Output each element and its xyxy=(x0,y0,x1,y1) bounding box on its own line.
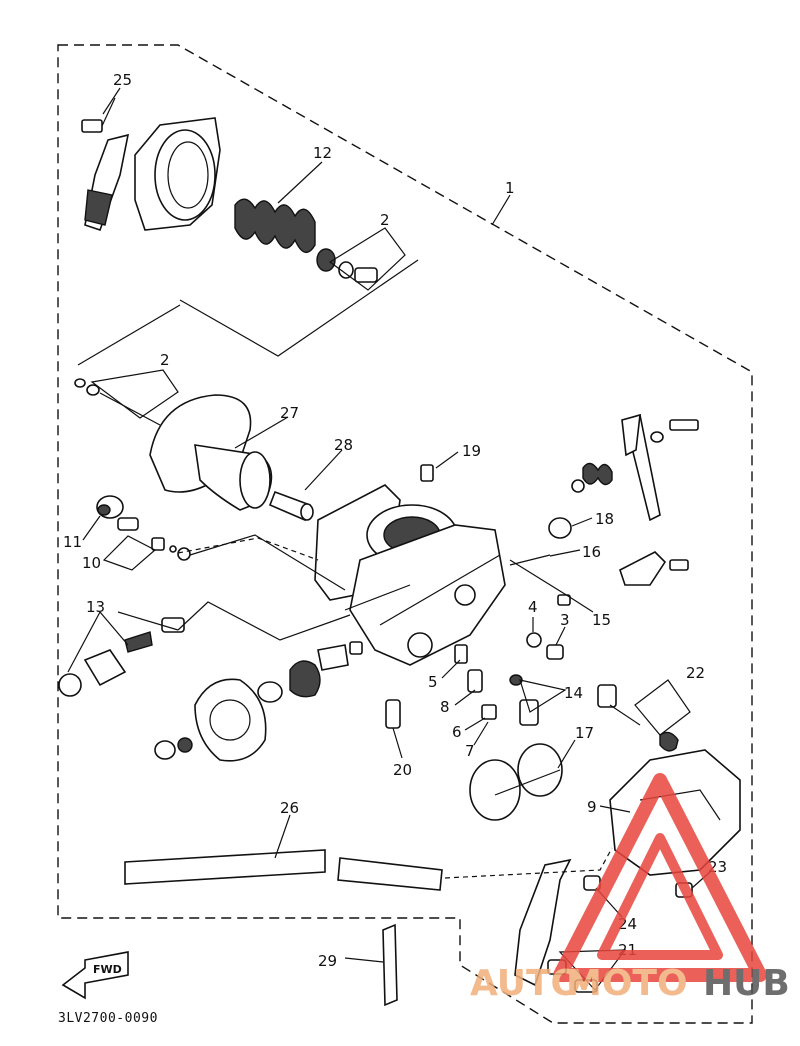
part-bowl-gaskets xyxy=(257,641,363,703)
callout-17: 17 xyxy=(575,724,594,742)
callout-18: 18 xyxy=(595,510,614,528)
part-3-screw xyxy=(546,644,564,660)
callout-3: 3 xyxy=(560,611,570,629)
part-2-needle xyxy=(74,378,161,426)
part-16-shaft xyxy=(509,554,551,566)
part-25-screw xyxy=(81,97,116,133)
part-26-hose xyxy=(124,849,443,891)
part-19-jet xyxy=(420,464,434,482)
callout-20: 20 xyxy=(393,761,412,779)
callout-10: 10 xyxy=(82,554,101,572)
part-13-plunger-set xyxy=(58,617,185,697)
part-2-top-set xyxy=(316,248,378,283)
callout-2-needle: 2 xyxy=(160,351,170,369)
part-21-bracket xyxy=(514,858,598,993)
callout-7: 7 xyxy=(465,742,475,760)
callout-22: 22 xyxy=(686,664,705,682)
watermark-hub: HUB xyxy=(703,963,790,1004)
callout-5: 5 xyxy=(428,673,438,691)
part-11-cap xyxy=(96,495,124,519)
callout-6: 6 xyxy=(452,723,462,741)
callout-1: 1 xyxy=(505,179,515,197)
part-4-washer xyxy=(526,632,542,648)
callout-29: 29 xyxy=(318,952,337,970)
watermark-triangle xyxy=(553,773,767,982)
part-27-diaphragm-piston xyxy=(149,394,273,511)
part-12-spring xyxy=(234,198,316,253)
callout-8: 8 xyxy=(440,698,450,716)
part-20-drain xyxy=(385,699,401,729)
part-28-jet xyxy=(268,490,314,522)
watermark-auto: AUTO xyxy=(470,963,581,1004)
part-bracket-clamp xyxy=(84,133,130,232)
leader-lines xyxy=(67,87,711,991)
watermark-moto: MOTO xyxy=(566,963,688,1004)
part-throttle-lever xyxy=(571,413,699,522)
callout-14: 14 xyxy=(564,684,583,702)
callout-11: 11 xyxy=(63,533,82,551)
part-intake-joint xyxy=(134,117,221,231)
callout-15: 15 xyxy=(592,611,611,629)
callout-13: 13 xyxy=(86,598,105,616)
part-code: 3LV2700-0090 xyxy=(58,1011,158,1026)
callout-12: 12 xyxy=(313,144,332,162)
part-18-cap xyxy=(548,517,572,539)
callout-25: 25 xyxy=(113,71,132,89)
part-22-screw xyxy=(597,684,679,752)
callout-9: 9 xyxy=(587,798,597,816)
part-10-screw-set xyxy=(117,517,191,561)
part-float-bowl-cover xyxy=(154,678,267,762)
watermark-triangle-inner xyxy=(597,833,723,960)
part-17-float xyxy=(469,743,563,821)
part-carburetor-body xyxy=(314,484,506,666)
callout-2-top: 2 xyxy=(380,211,390,229)
fwd-arrow-icon: FWD xyxy=(61,951,129,1000)
part-29-clip xyxy=(382,923,398,1007)
assembly-boundary xyxy=(57,44,753,1024)
callout-16: 16 xyxy=(582,543,601,561)
part-5-8-jets xyxy=(454,644,497,720)
callout-26: 26 xyxy=(280,799,299,817)
callout-19: 19 xyxy=(462,442,481,460)
part-15-bracket xyxy=(557,551,689,606)
watermark-logo: AUTO MOTO HUB xyxy=(470,773,790,1004)
callout-28: 28 xyxy=(334,436,353,454)
fwd-label: FWD xyxy=(93,963,122,976)
callout-4: 4 xyxy=(528,598,538,616)
callout-27: 27 xyxy=(280,404,299,422)
